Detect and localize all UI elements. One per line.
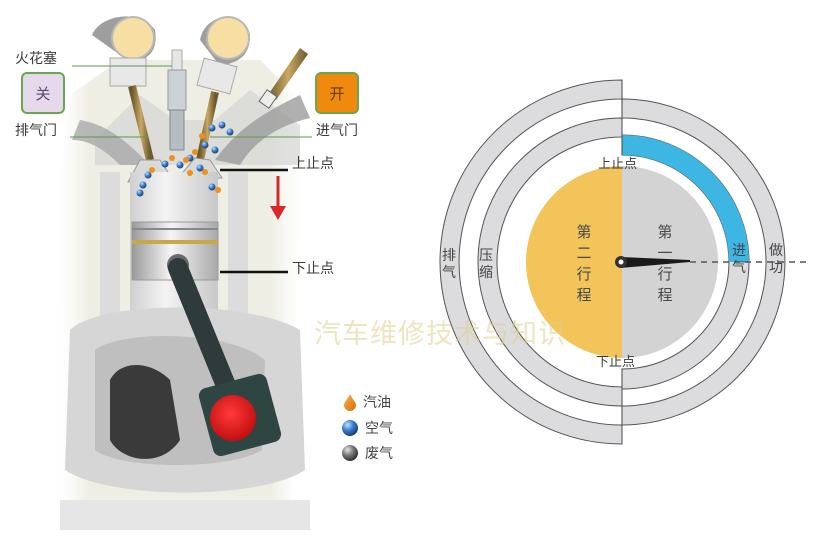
legend-item-fuel: 汽油: [343, 392, 391, 412]
phase-compression-label: 压缩: [479, 248, 493, 281]
phase-exhaust-label: 排气: [442, 248, 456, 281]
phase-power-label: 做功: [769, 243, 783, 276]
air-ball-icon: [342, 420, 358, 436]
second-stroke-label: 第二行程: [576, 223, 592, 304]
fuel-particles: [149, 133, 221, 193]
watermark: 汽车维修技术与知识: [314, 319, 566, 350]
intake-valve-label: 进气门: [316, 123, 358, 139]
first-stroke-label: 第一行程: [657, 223, 673, 304]
legend-label-air: 空气: [365, 421, 393, 437]
legend-label-exhaust: 废气: [365, 446, 393, 462]
tdc-label: 上止点: [292, 156, 334, 172]
bdc-label: 下止点: [292, 261, 334, 277]
legend-label-fuel: 汽油: [363, 395, 391, 411]
air-particles: [136, 121, 234, 197]
fuel-drop-icon: [344, 394, 356, 411]
exhaust-ball-icon: [342, 445, 358, 461]
spark-plug-label: 火花塞: [15, 51, 57, 67]
intake-progress-arc: [622, 135, 749, 262]
legend-item-air: 空气: [341, 418, 393, 438]
intake-valve-state-open: 开: [315, 72, 359, 114]
legend-item-exhaust: 废气: [341, 443, 393, 463]
dial-bdc-label: 下止点: [596, 355, 636, 370]
exhaust-valve-label: 排气门: [15, 123, 57, 139]
exhaust-valve-state-closed: 关: [21, 72, 65, 114]
dial-tdc-label: 上止点: [598, 157, 638, 172]
phase-intake-label: 进气: [732, 243, 746, 276]
dial-pointer: [620, 257, 690, 268]
piston-down-arrow: [270, 176, 286, 220]
